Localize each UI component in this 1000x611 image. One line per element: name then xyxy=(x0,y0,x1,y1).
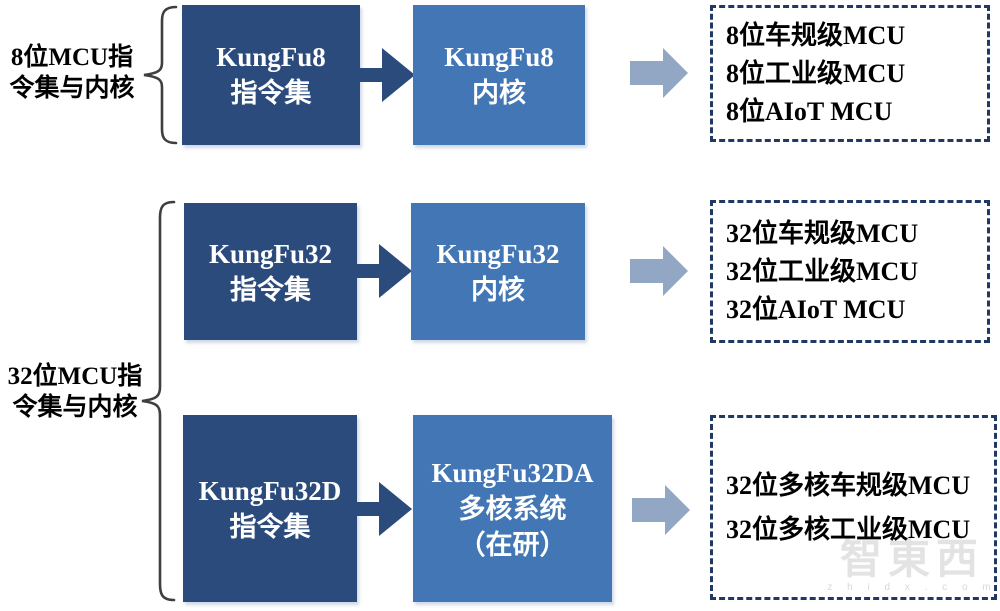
group-label-8bit-line2: 令集与内核 xyxy=(9,75,135,102)
product-item: 32位车规级MCU xyxy=(726,218,919,248)
group-label-8bit-line1: 8位MCU指 xyxy=(10,44,134,71)
instruction-box-kungfu8-type: 指令集 xyxy=(230,78,312,108)
instruction-box-kungfu32d: KungFu32D 指令集 xyxy=(183,415,357,602)
group-label-32bit-line1: 32位MCU指 xyxy=(7,363,143,390)
product-item: 32位多核工业级MCU xyxy=(726,514,971,544)
group-label-32bit: 32位MCU指 令集与内核 xyxy=(0,361,150,423)
product-item: 32位工业级MCU xyxy=(726,256,919,286)
core-box-kungfu32-name: KungFu32 xyxy=(436,238,560,269)
product-item: 32位多核车规级MCU xyxy=(726,470,971,500)
group-label-8bit: 8位MCU指 令集与内核 xyxy=(0,42,144,104)
arrow-right-icon xyxy=(358,48,415,102)
core-box-kungfu32da: KungFu32DA 多核系统 （在研） xyxy=(413,415,612,602)
product-item: 32位AIoT MCU xyxy=(726,294,906,324)
instruction-box-kungfu32d-name: KungFu32D xyxy=(198,475,342,506)
watermark-url: z h i d x . c o m xyxy=(827,582,997,593)
core-box-kungfu32: KungFu32 内核 xyxy=(411,203,585,340)
core-box-kungfu32da-name: KungFu32DA xyxy=(431,457,594,488)
instruction-box-kungfu32-name: KungFu32 xyxy=(208,238,333,269)
instruction-box-kungfu32: KungFu32 指令集 xyxy=(184,203,357,340)
core-box-kungfu32da-status: （在研） xyxy=(458,529,567,560)
instruction-box-kungfu32-type: 指令集 xyxy=(230,274,311,305)
core-box-kungfu32-type: 内核 xyxy=(471,274,525,305)
curly-brace-8bit xyxy=(143,5,178,145)
arrow-right-icon xyxy=(355,482,412,536)
products-box-8bit: 8位车规级MCU 8位工业级MCU 8位AIoT MCU xyxy=(710,5,990,142)
core-box-kungfu32da-type: 多核系统 xyxy=(458,493,567,524)
core-box-kungfu8-type: 内核 xyxy=(472,78,526,108)
curly-brace-32bit xyxy=(141,200,176,602)
products-box-32bit-multicore: 32位多核车规级MCU 32位多核工业级MCU xyxy=(710,415,997,600)
arrow-right-icon xyxy=(630,246,688,296)
arrow-right-icon xyxy=(630,48,688,98)
core-box-kungfu8-name: KungFu8 xyxy=(444,42,554,72)
instruction-box-kungfu8-name: KungFu8 xyxy=(216,42,326,72)
core-box-kungfu8: KungFu8 内核 xyxy=(413,5,585,145)
instruction-box-kungfu8: KungFu8 指令集 xyxy=(182,5,360,145)
product-item: 8位工业级MCU xyxy=(726,58,906,88)
watermark-logo: 智東西 xyxy=(839,535,984,582)
product-item: 8位AIoT MCU xyxy=(726,96,893,126)
arrow-right-icon xyxy=(355,244,412,298)
arrow-right-icon xyxy=(632,485,690,535)
products-box-32bit: 32位车规级MCU 32位工业级MCU 32位AIoT MCU xyxy=(710,200,990,343)
watermark: 智東西 z h i d x . c o m xyxy=(822,536,1000,594)
product-item: 8位车规级MCU xyxy=(726,20,906,50)
instruction-box-kungfu32d-type: 指令集 xyxy=(229,511,311,542)
group-label-32bit-line2: 令集与内核 xyxy=(12,394,138,421)
